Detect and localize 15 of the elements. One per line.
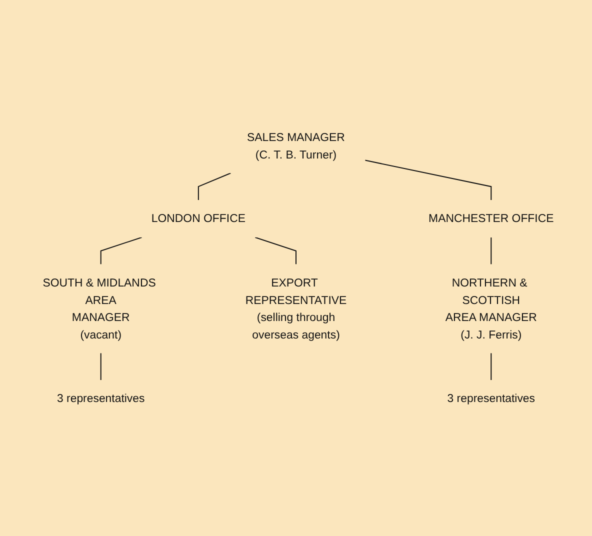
- connector: [365, 160, 492, 200]
- node-text: EXPORT REPRESENTATIVE (selling through overseas agents): [245, 276, 347, 341]
- node-text: NORTHERN & SCOTTISH AREA MANAGER (J. J. Ferris): [445, 276, 537, 341]
- connector: [254, 236, 296, 264]
- node-text: SALES MANAGER (C. T. B. Turner): [247, 130, 345, 161]
- node-text: MANCHESTER OFFICE: [428, 212, 554, 225]
- connector: [100, 236, 142, 264]
- node-text: 3 representatives: [56, 392, 145, 405]
- connector: [100, 353, 102, 380]
- connector: [490, 237, 492, 264]
- node-text: 3 representatives: [447, 392, 536, 405]
- connector: [198, 172, 231, 200]
- node-text: LONDON OFFICE: [151, 212, 246, 225]
- node-text: SOUTH & MIDLANDS AREA MANAGER (vacant): [42, 276, 156, 341]
- connector: [490, 353, 492, 380]
